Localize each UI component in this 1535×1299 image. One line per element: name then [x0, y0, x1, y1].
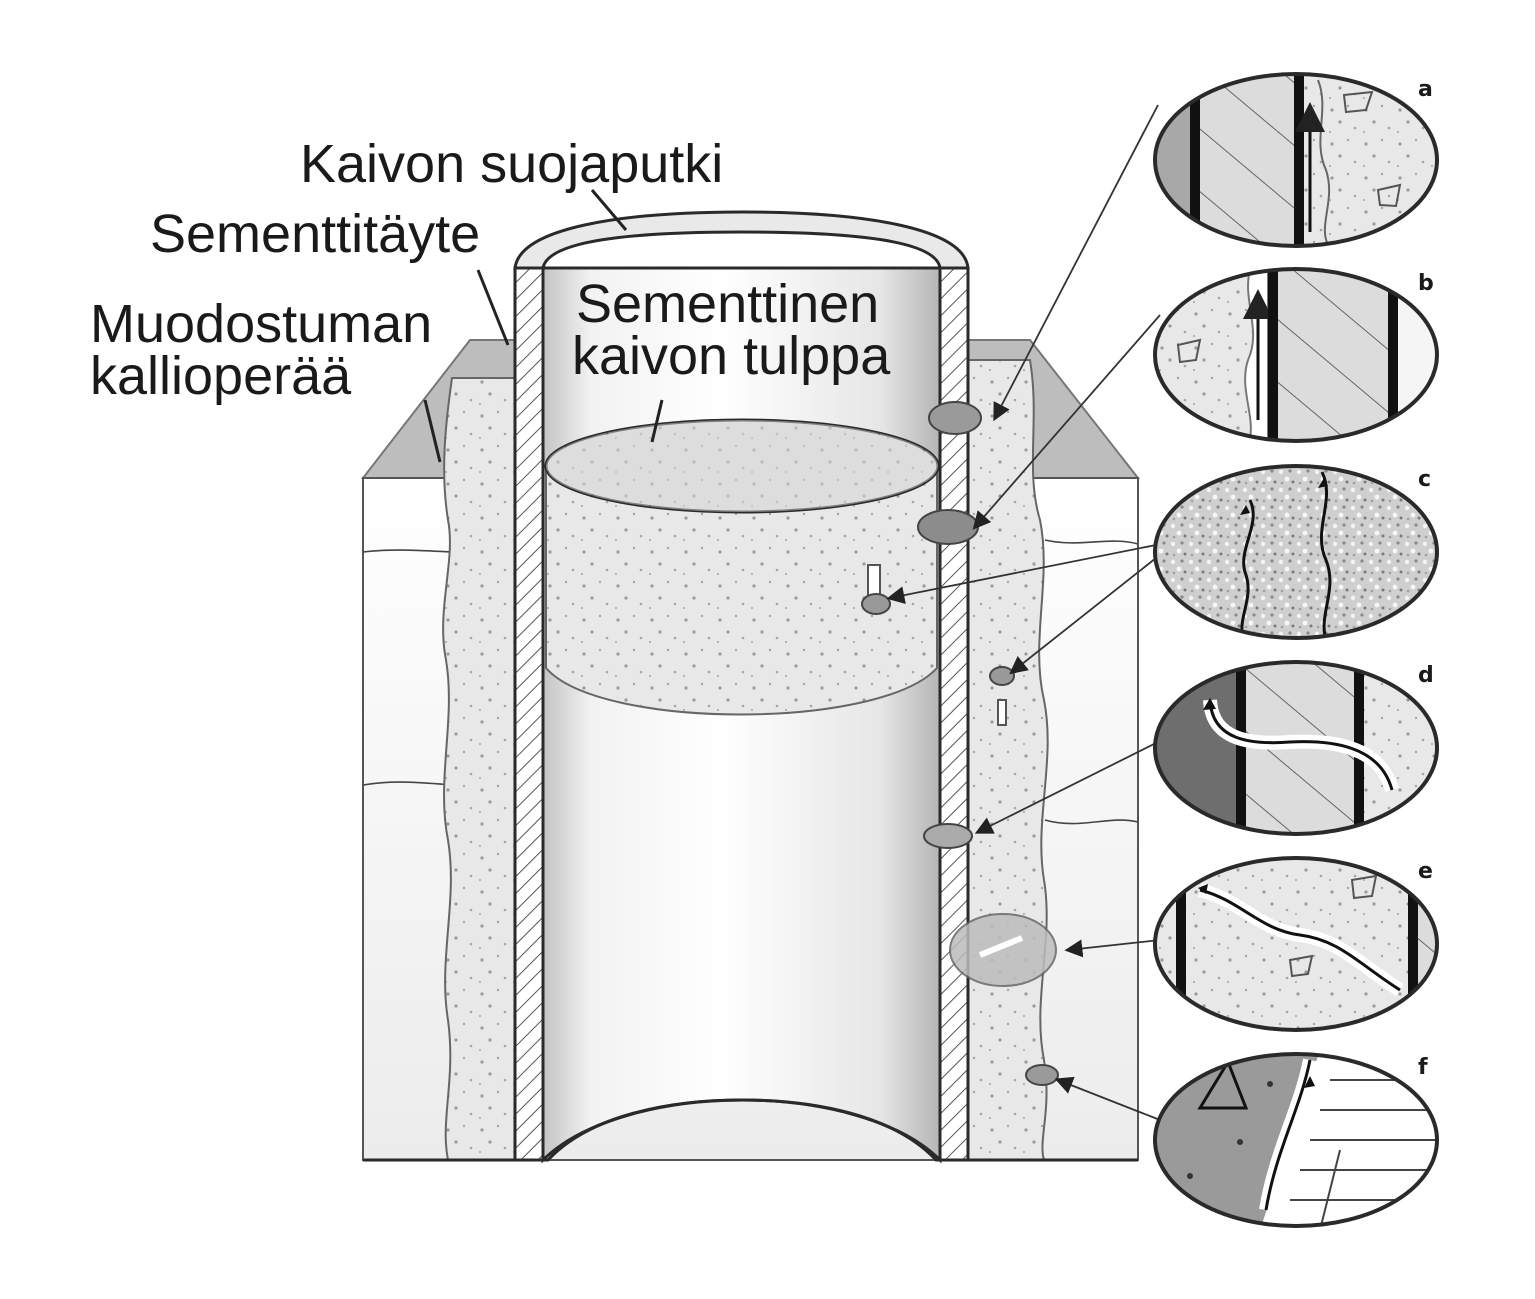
inset-letter-f: f	[1418, 1055, 1428, 1080]
inset-c: c	[1153, 464, 1439, 640]
inset-letter-a: a	[1418, 77, 1433, 102]
leak-mark-e	[949, 913, 1057, 987]
label-plug-line2: kaivon tulppa	[572, 326, 891, 386]
inset-f: f	[1153, 1052, 1439, 1228]
label-plug-line1: Sementtinen	[576, 274, 879, 334]
inset-e: e	[1153, 856, 1439, 1032]
casing-rim	[513, 210, 970, 270]
label-rock-line2: kallioperää	[90, 346, 352, 406]
leak-mark-f	[1025, 1064, 1059, 1086]
casing-wall-left	[513, 266, 545, 1162]
inset-letter-b: b	[1418, 271, 1434, 296]
inset-b: b	[1153, 267, 1439, 443]
leak-mark-d	[989, 666, 1015, 686]
labels: Kaivon suojaputki Sementtitäyte Muodostu…	[90, 134, 891, 463]
inset-letter-e: e	[1418, 859, 1433, 884]
inset-letter-d: d	[1418, 663, 1434, 688]
leak-mark-d2	[923, 823, 973, 849]
cement-annulus-left	[442, 377, 519, 1161]
label-rock-line1: Muodostuman	[90, 294, 432, 354]
leak-marks	[861, 401, 1059, 1086]
leak-mark-b	[917, 509, 979, 545]
inset-d: d	[1153, 660, 1439, 836]
leader-lines	[886, 104, 1163, 1121]
leak-mark-a	[928, 401, 982, 435]
inset-a: a	[1153, 72, 1439, 248]
label-cement-fill: Sementtitäyte	[150, 204, 480, 264]
label-casing: Kaivon suojaputki	[300, 134, 723, 194]
inset-letter-c: c	[1418, 467, 1431, 492]
